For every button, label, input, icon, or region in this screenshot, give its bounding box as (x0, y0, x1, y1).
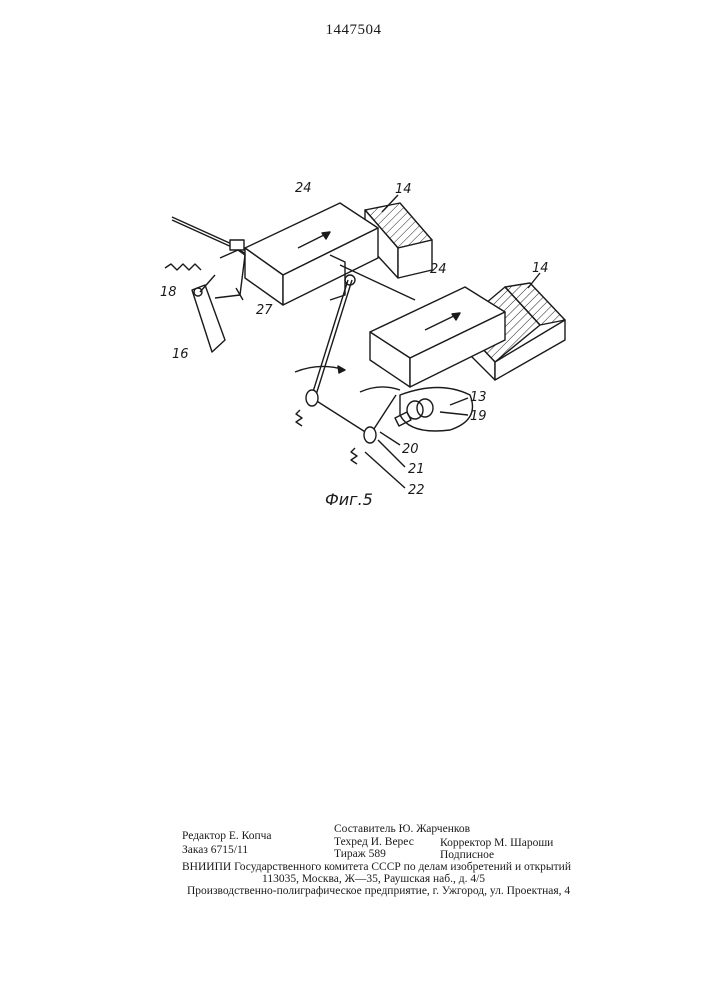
label-14-lower: 14 (532, 261, 549, 276)
detail-13-19 (395, 388, 473, 432)
label-16: 16 (172, 347, 189, 362)
editor-credit: Редактор Е. Копча (182, 830, 272, 843)
label-14-upper: 14 (395, 182, 412, 197)
carriage-24-upper (245, 203, 378, 305)
label-18: 18 (160, 285, 177, 300)
label-24-upper: 24 (295, 181, 312, 196)
spring-18 (165, 264, 201, 270)
carriage-24-lower (370, 287, 505, 387)
patent-number: 1447504 (0, 22, 707, 39)
label-21: 21 (408, 462, 425, 477)
printer-line: Производственно-полиграфическое предприя… (187, 885, 570, 898)
order-number: Заказ 6715/11 (182, 844, 248, 857)
label-24-lower: 24 (430, 262, 447, 277)
label-13: 13 (470, 390, 487, 405)
pivot-assembly (295, 366, 400, 464)
technical-drawing: 24 14 24 14 18 27 16 13 19 20 21 22 Фиг.… (150, 165, 590, 515)
compiler-credit: Составитель Ю. Жарченков (334, 823, 470, 836)
label-20: 20 (402, 442, 419, 457)
label-22: 22 (408, 483, 425, 498)
label-19: 19 (470, 409, 487, 424)
figure-caption: Фиг.5 (325, 490, 373, 509)
lever-16-bracket-27 (165, 240, 245, 352)
circulation: Тираж 589 (334, 848, 386, 861)
label-27: 27 (256, 303, 273, 318)
